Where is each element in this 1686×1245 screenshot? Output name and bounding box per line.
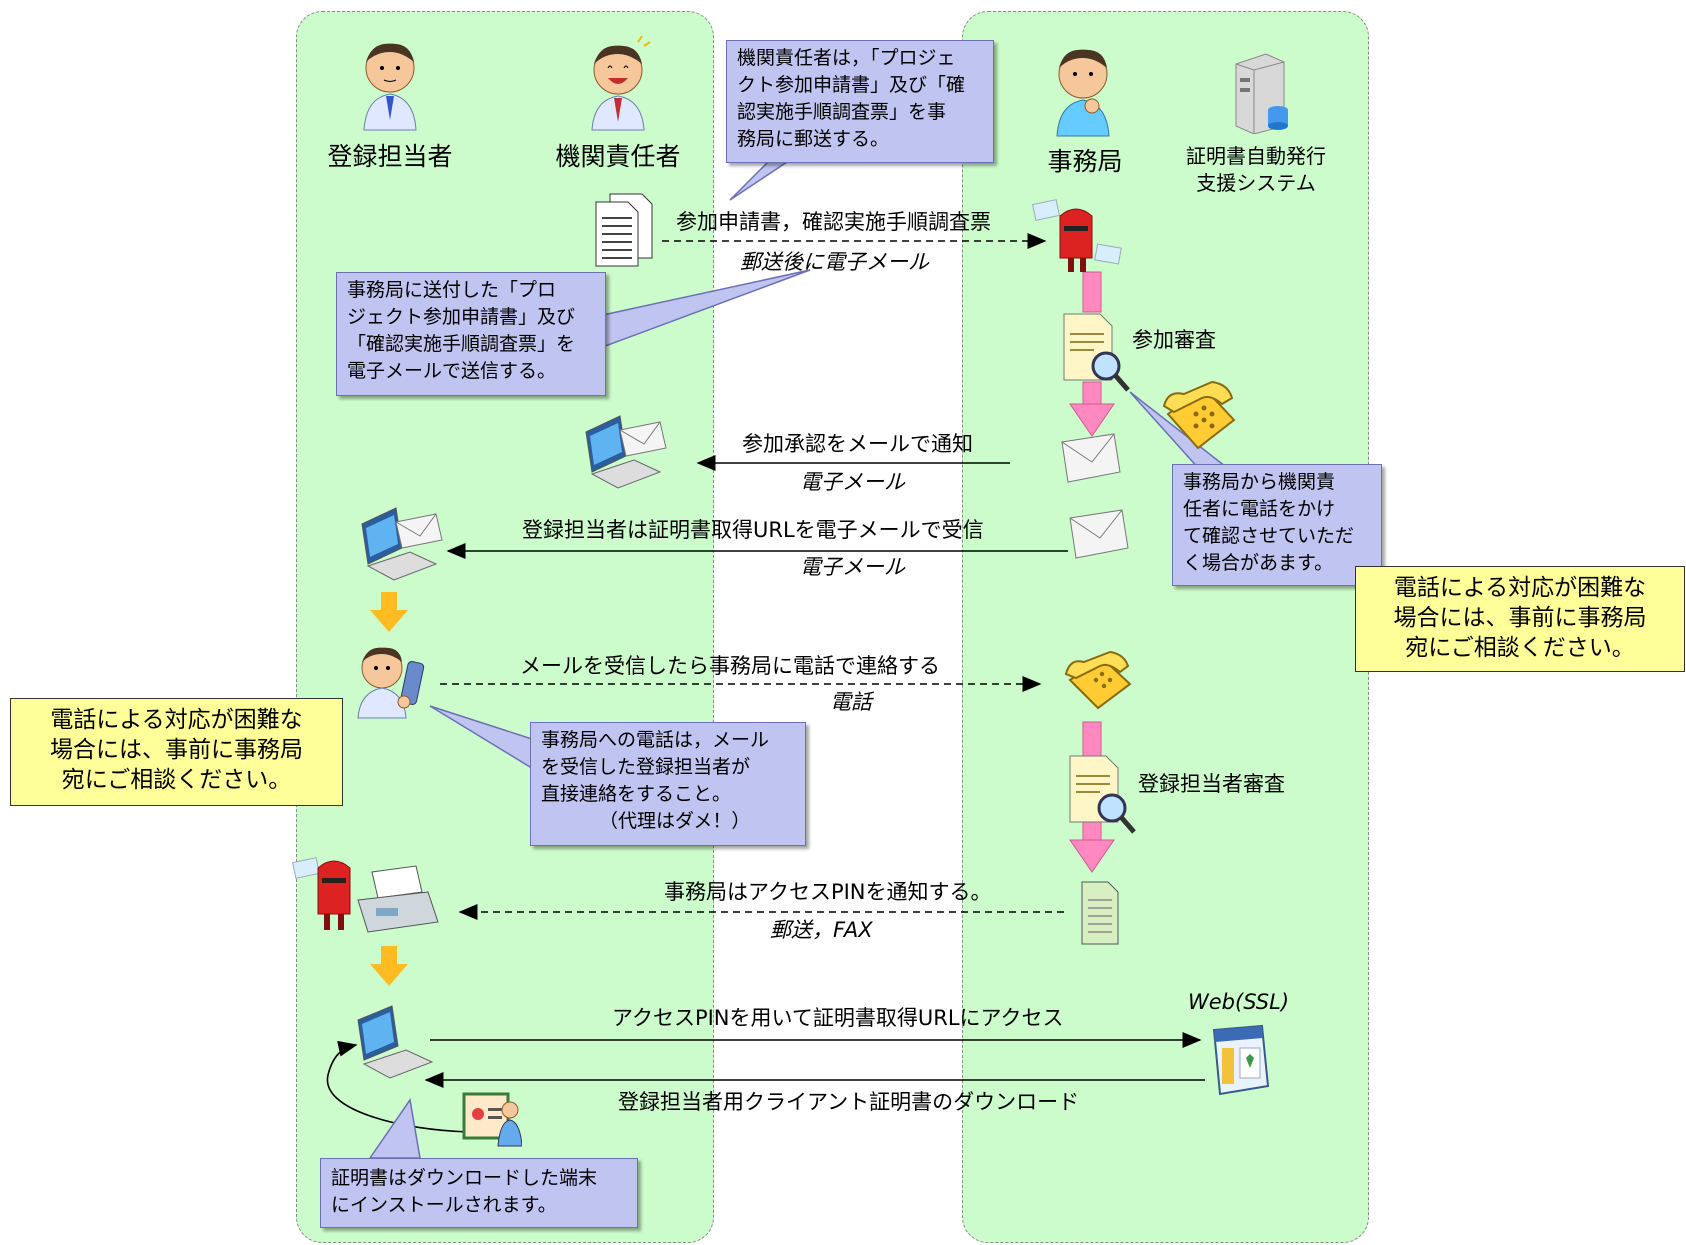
registrant-person-icon: [363, 43, 417, 131]
label-access-url: アクセスPINを用いて証明書取得URLにアクセス: [612, 1006, 1064, 1030]
label-pin-notice: 事務局はアクセスPINを通知する。: [664, 880, 992, 904]
callout-phone-line-1: 事務局から機関責: [1183, 471, 1336, 493]
label-apply-docs-medium: 郵送後に電子メール: [740, 250, 929, 274]
label-download-cert: 登録担当者用クライアント証明書のダウンロード: [618, 1090, 1080, 1114]
actor-label-cert-system: 証明書自動発行 支援システム: [1176, 143, 1336, 197]
orange-arrow-1: [370, 592, 408, 632]
actor-label-org-manager: 機関責任者: [555, 142, 681, 171]
callout-mail-line-4: 務局に郵送する。: [737, 128, 890, 150]
callout-phone-line-4: く場合があます。: [1183, 552, 1334, 574]
web-page-icon: [1212, 1024, 1270, 1096]
label-pin-medium: 郵送，FAX: [770, 918, 873, 942]
pink-arrow-2: [1069, 381, 1115, 437]
computer-mail-icon-1: [585, 415, 667, 489]
cert-system-line-1: 証明書自動発行: [1186, 144, 1326, 168]
label-url-receive: 登録担当者は証明書取得URLを電子メールで受信: [522, 518, 984, 542]
note-left-line-2: 場合には、事前に事務局: [50, 737, 303, 763]
arrow-install-loop: [326, 1040, 471, 1133]
envelope-icon-2: [1069, 509, 1129, 559]
note-phone-difficulty-left: 電話による対応が困難な 場合には、事前に事務局 宛にご相談ください。: [10, 698, 343, 806]
label-approval-medium: 電子メール: [800, 470, 905, 494]
label-phone-contact: メールを受信したら事務局に電話で連絡する: [520, 654, 940, 678]
label-apply-docs: 参加申請書，確認実施手順調査票: [676, 210, 991, 234]
label-review-registrant: 登録担当者審査: [1138, 772, 1285, 796]
secretariat-person-icon: [1056, 49, 1110, 137]
callout-direct-line-4: （代理はダメ！）: [599, 810, 751, 832]
label-url-medium: 電子メール: [800, 555, 905, 579]
actor-label-secretariat: 事務局: [1047, 147, 1123, 176]
callout-install-line-1: 証明書はダウンロードした端末: [331, 1167, 598, 1189]
callout-mail-line-1: 機関責任者は，「プロジェ: [737, 47, 956, 69]
callout-phone-check: 事務局から機関責 任者に電話をかけ て確認させていただ く場合があます。: [1172, 464, 1382, 586]
callout-email-line-1: 事務局に送付した「プロ: [347, 279, 557, 301]
callout-direct-line-2: を受信した登録担当者が: [541, 756, 751, 778]
note-right-line-1: 電話による対応が困難な: [1393, 575, 1647, 601]
callout-email-documents: 事務局に送付した「プロ ジェクト参加申請書」及び 「確認実施手順調査票」を 電子…: [336, 272, 606, 396]
callout-pointer-install: [368, 1098, 421, 1159]
orange-arrow-2: [370, 946, 408, 986]
documents-icon: [595, 193, 653, 267]
envelope-icon-1: [1061, 433, 1121, 483]
review-document-icon: [1063, 313, 1130, 392]
note-left-line-1: 電話による対応が困難な: [50, 707, 303, 733]
callout-email-line-3: 「確認実施手順調査票」を: [347, 333, 576, 355]
callout-mail-documents: 機関責任者は，「プロジェ クト参加申請書」及び「確 認実施手順調査票」を事 務局…: [726, 40, 994, 163]
callout-direct-line-1: 事務局への電話は，メール: [541, 729, 770, 751]
note-right-line-3: 宛にご相談ください。: [1405, 635, 1635, 661]
computer-icon: [357, 1005, 434, 1079]
callout-install: 証明書はダウンロードした端末 にインストールされます。: [320, 1158, 638, 1228]
pink-arrow-3: [1082, 721, 1102, 757]
telephone-secretariat-icon: [1064, 650, 1132, 710]
computer-mail-icon-2: [361, 507, 443, 581]
note-phone-difficulty-right: 電話による対応が困難な 場合には、事前に事務局 宛にご相談ください。: [1355, 566, 1685, 672]
label-approval-notice: 参加承認をメールで通知: [742, 432, 973, 456]
lane-secretariat: [962, 11, 1369, 1243]
server-icon: [1235, 53, 1288, 134]
pink-arrow-1: [1082, 271, 1102, 313]
mailbox-fax-icon: [292, 857, 439, 933]
label-review-participation: 参加審査: [1132, 328, 1216, 352]
mailbox-icon: [1032, 199, 1122, 272]
org-manager-person-icon: [591, 35, 651, 131]
pin-document-icon: [1081, 881, 1119, 945]
callout-mail-line-3: 認実施手順調査票」を事: [737, 101, 947, 123]
callout-pointer-email: [578, 269, 811, 349]
cert-system-line-2: 支援システム: [1196, 171, 1316, 195]
callout-install-line-2: にインストールされます。: [331, 1194, 557, 1216]
registrant-phone-icon: [357, 647, 425, 719]
callout-mail-line-2: クト参加申請書」及び「確: [737, 74, 966, 96]
certificate-icon: [462, 1092, 522, 1147]
callout-phone-line-3: て確認させていただ: [1183, 525, 1355, 547]
telephone-icon: [1162, 380, 1236, 450]
actor-label-registrant: 登録担当者: [327, 142, 453, 171]
review-registrant-icon: [1069, 755, 1136, 834]
note-left-line-3: 宛にご相談ください。: [61, 767, 292, 793]
callout-direct-contact: 事務局への電話は，メール を受信した登録担当者が 直接連絡をすること。 （代理は…: [530, 722, 806, 846]
callout-pointer-mail: [729, 159, 793, 201]
callout-direct-line-3: 直接連絡をすること。: [541, 783, 732, 805]
callout-email-line-4: 電子メールで送信する。: [347, 360, 557, 382]
callout-pointer-direct: [429, 705, 536, 772]
callout-email-line-2: ジェクト参加申請書」及び: [347, 306, 576, 328]
label-web-ssl: Web(SSL): [1188, 990, 1290, 1014]
callout-phone-line-2: 任者に電話をかけ: [1183, 498, 1336, 520]
label-phone-medium: 電話: [830, 690, 872, 714]
note-right-line-2: 場合には、事前に事務局: [1393, 605, 1647, 631]
